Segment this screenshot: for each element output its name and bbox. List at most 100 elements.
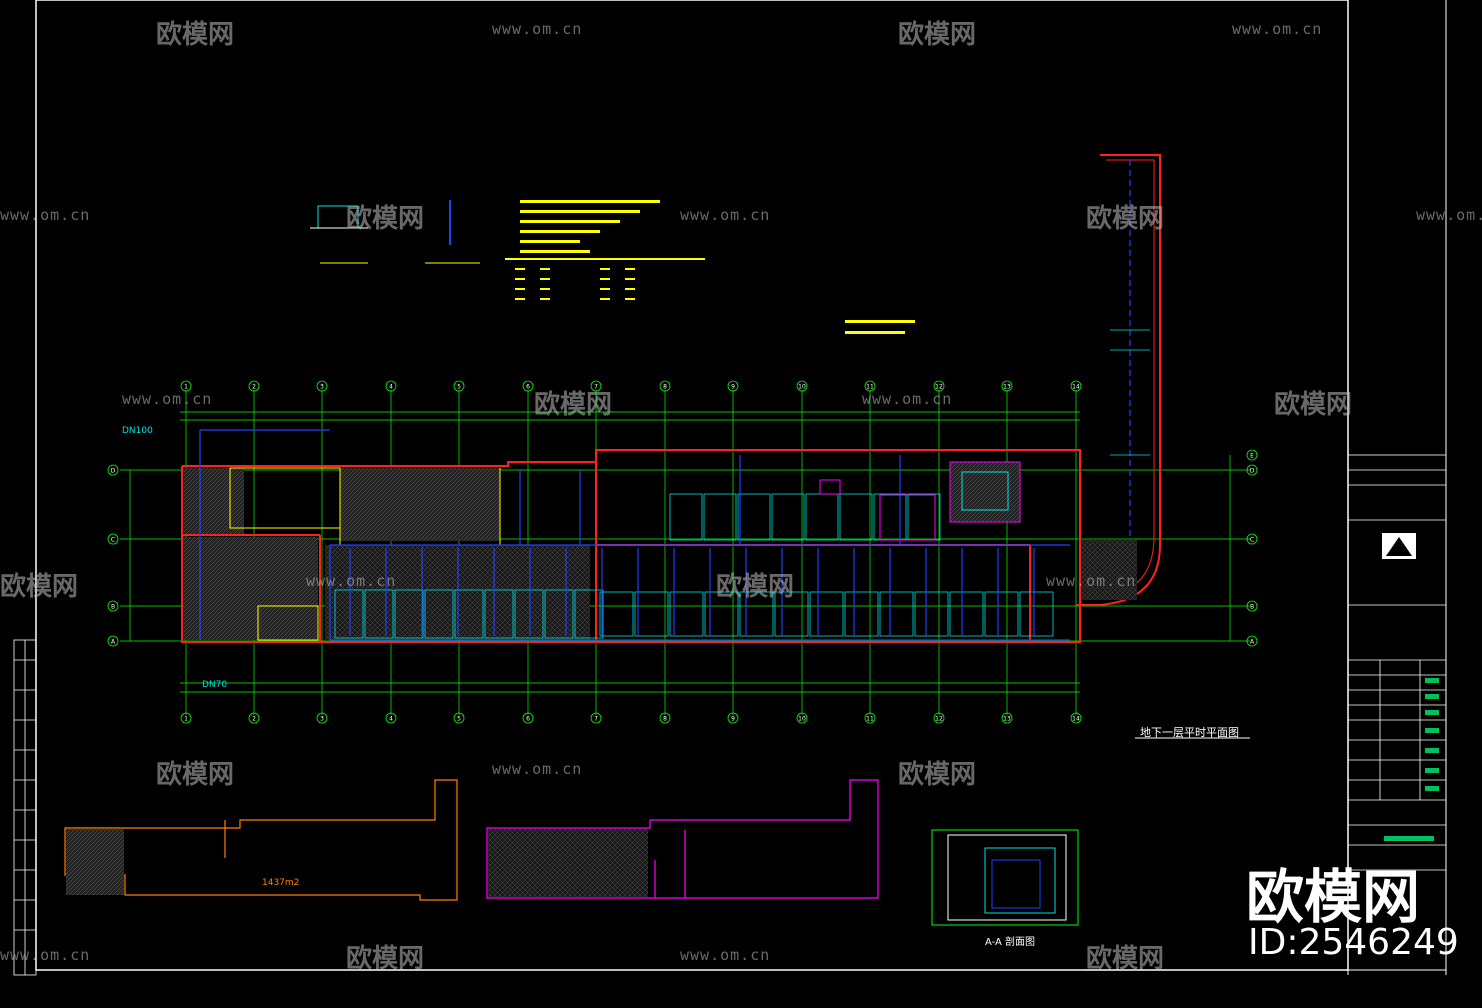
blue-pipes [199,429,1070,641]
grid-bubble [1246,600,1258,612]
notes-text-block [505,200,915,334]
id-label: ID:2546249 [1248,922,1459,963]
grid-bubble [1001,712,1013,724]
grid-bubble-label: C [111,537,115,544]
company-logo-mark [1382,533,1416,559]
grid-bubble-label: A [1250,639,1255,646]
room-hatched [184,468,244,534]
grid-bubble-label: 3 [320,384,324,391]
grid-bubble [727,712,739,724]
title-block [1347,454,1447,971]
grid-bubble [1246,464,1258,476]
equipment-tank [961,471,1009,511]
grid-bubble-label: 8 [663,716,667,723]
magenta-details [819,479,936,541]
grid-bubble-label: 5 [457,384,461,391]
parking-stall [844,591,879,637]
grid-bubble-label: 9 [731,384,735,391]
parking-stall [1019,591,1054,637]
watermark-url: www.om.cn [862,390,953,408]
grid-bubble [796,380,808,392]
grid-bubble [107,635,119,647]
watermark-brand: 欧模网 [346,204,425,234]
grid-bubble-label: 3 [320,716,324,723]
watermark-url: www.om.cn [306,572,397,590]
parking-stalls [334,493,1054,639]
parking-stall [704,591,739,637]
watermark-url: www.om.cn [492,20,583,38]
parking-stall [771,493,805,541]
revision-table [13,639,37,976]
watermark-url: www.om.cn [1232,20,1323,38]
room-hatched [340,468,500,541]
ramp-hatch [1082,540,1137,600]
watermark-url: www.om.cn [122,390,213,408]
grid-bubble-label: 12 [935,384,943,391]
parking-stall [574,589,604,639]
grid-bubble [453,380,465,392]
grid-bubble [590,712,602,724]
watermark-brand: 欧模网 [156,760,235,790]
grid-bubble-label: D [111,468,116,475]
title-block-green-stamps [1384,678,1439,841]
grid-bubble [107,464,119,476]
pipe-label-bottom: DN70 [202,680,228,690]
grid-bubble [590,380,602,392]
grid-bubble [1070,712,1082,724]
grid-bubble-label: 11 [866,384,874,391]
grid-bubble-label: 6 [526,716,530,723]
grid-bubble [659,712,671,724]
parking-stall [984,591,1019,637]
watermark-brand: 欧模网 [156,20,235,50]
grid-bubble [933,380,945,392]
grid-bubble [1246,449,1258,461]
grid-bubble [864,380,876,392]
grid-bubbles: 11223344556677889910101111121213131414DC… [107,380,1258,724]
parking-stall [949,591,984,637]
parking-stall [634,591,669,637]
parking-stall [454,589,484,639]
parking-stall [703,493,737,541]
watermark-brand: 欧模网 [1086,204,1165,234]
watermark-brand: 欧模网 [898,20,977,50]
parking-stall [599,591,634,637]
watermark-url: www.om.cn [0,946,91,964]
parking-stall [669,493,703,541]
grid-bubble-label: 4 [389,716,393,723]
watermark-brand: 欧模网 [534,390,613,420]
watermark-brand: 欧模网 [716,572,795,602]
watermark-url: www.om.cn [680,206,771,224]
parking-stall [879,591,914,637]
grid-bubble-label: 12 [935,716,943,723]
equipment-room [949,461,1021,523]
grid-bubble [180,712,192,724]
small-plan-2 [486,779,879,899]
grid-bubble-label: 11 [866,716,874,723]
grid-bubble-label: B [111,604,115,611]
watermark-url: www.om.cn [680,946,771,964]
section-aa [931,829,1079,926]
parking-stall [394,589,424,639]
parking-stall [914,591,949,637]
grid-bubble-label: B [1250,604,1254,611]
watermark-brand: 欧模网 [346,944,425,974]
parking-stall [774,591,809,637]
grid-bubble [1070,380,1082,392]
parking-stall [839,493,873,541]
yellow-partitions [229,467,501,641]
parking-stall [424,589,454,639]
parking-stall [514,589,544,639]
grid-bubble [248,712,260,724]
grid-bubble [248,380,260,392]
watermark-url: www.om.cn [0,206,91,224]
parking-stall [669,591,704,637]
grid-bubble-label: 2 [252,384,256,391]
grid-bubble [107,600,119,612]
grid-bubble [385,712,397,724]
room-hatched [184,537,318,640]
brand-logo-text: 欧模网 [1246,863,1421,931]
plan-title: 地下一层平时平面图 [1140,726,1239,739]
grid-bubble-label: 2 [252,716,256,723]
grid-bubble [522,380,534,392]
